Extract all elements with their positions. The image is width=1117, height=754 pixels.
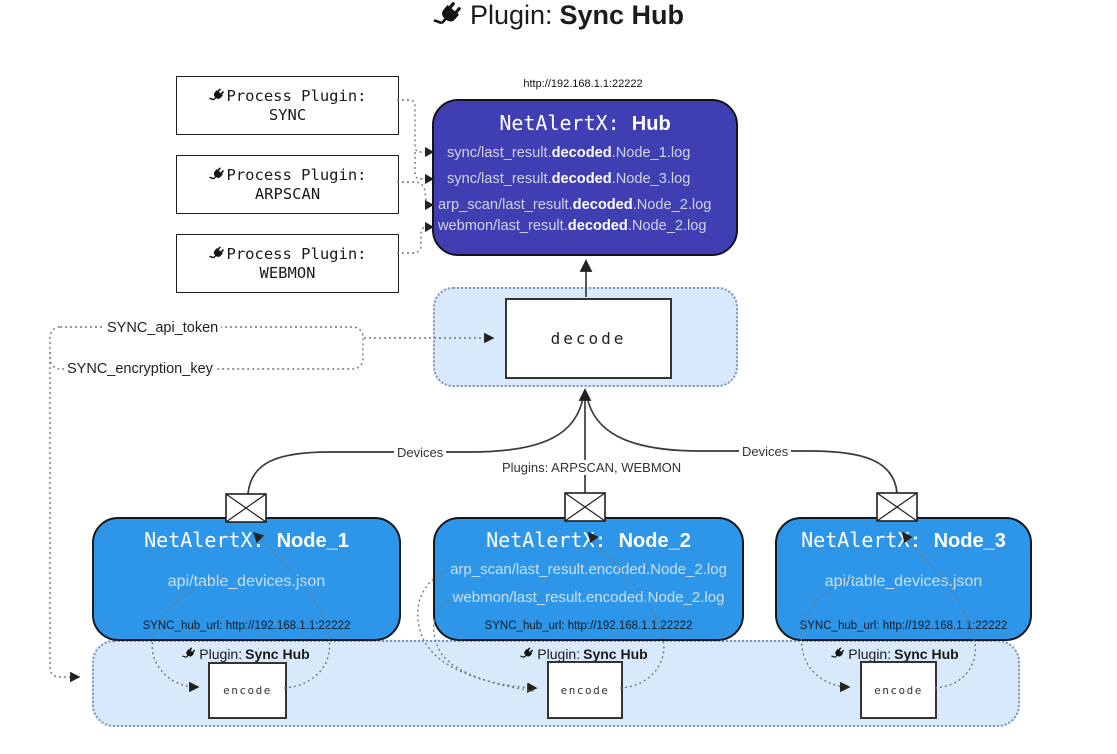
node-1-box: NetAlertX: Node_1 api/table_devices.json… bbox=[92, 517, 401, 641]
node-title: NetAlertX: Node_3 bbox=[801, 528, 1006, 552]
encoder-plugin-label: Plugin: Sync Hub bbox=[499, 646, 669, 662]
encode-label: encode bbox=[223, 684, 272, 697]
plug-icon bbox=[831, 647, 845, 661]
decode-label: decode bbox=[550, 329, 627, 348]
encode-box: encode bbox=[860, 661, 937, 719]
process-plugin-box-webmon: Process Plugin: WEBMON bbox=[176, 234, 399, 293]
edge-settings-to-encode-zone bbox=[49, 352, 81, 683]
plug-icon bbox=[209, 246, 225, 262]
process-plugin-box-sync: Process Plugin: SYNC bbox=[176, 76, 399, 135]
plug-icon bbox=[182, 647, 196, 661]
title-prefix: Plugin: bbox=[469, 0, 553, 30]
process-plugin-name: SYNC bbox=[268, 106, 307, 124]
sync-encryption-key-label: SYNC_encryption_key bbox=[64, 361, 216, 377]
edge-sync-to-hub-1 bbox=[397, 99, 425, 153]
process-plugin-label: Process Plugin: bbox=[226, 87, 367, 105]
hub-log-line: sync/last_result.decoded.Node_3.log bbox=[447, 171, 691, 187]
sync-api-token-label: SYNC_api_token bbox=[104, 320, 222, 336]
encoder-plugin-label: Plugin: Sync Hub bbox=[810, 646, 980, 662]
title-bold: Sync Hub bbox=[559, 0, 685, 30]
hub-title: NetAlertX: Hub bbox=[434, 111, 736, 136]
edge-sync-to-hub-2 bbox=[414, 152, 425, 180]
plugins-edge-label: Plugins: ARPSCAN, WEBMON bbox=[499, 460, 681, 475]
node-hub-url: SYNC_hub_url: http://192.168.1.1:22222 bbox=[799, 620, 1008, 632]
node-hub-url: SYNC_hub_url: http://192.168.1.1:22222 bbox=[142, 620, 351, 632]
plug-icon bbox=[209, 167, 225, 183]
node-file-line: api/table_devices.json bbox=[824, 573, 983, 590]
edge-webmon-to-hub bbox=[397, 226, 428, 254]
hub-log-line: arp_scan/last_result.decoded.Node_2.log bbox=[438, 197, 712, 213]
hub-box: NetAlertX: Hub sync/last_result.decoded.… bbox=[432, 99, 738, 256]
devices-edge-label-right: Devices bbox=[739, 444, 792, 459]
process-plugin-name: ARPSCAN bbox=[254, 185, 321, 203]
encode-box: encode bbox=[547, 661, 623, 719]
hub-log-line: sync/last_result.decoded.Node_1.log bbox=[447, 145, 691, 161]
process-plugin-label: Process Plugin: bbox=[226, 245, 367, 263]
node-file-line: webmon/last_result.encoded.Node_2.log bbox=[452, 589, 725, 606]
encode-box: encode bbox=[208, 662, 287, 719]
process-plugin-label: Process Plugin: bbox=[226, 166, 367, 184]
node-3-box: NetAlertX: Node_3 api/table_devices.json… bbox=[775, 517, 1032, 641]
devices-edge-label-left: Devices bbox=[394, 445, 447, 460]
node-2-box: NetAlertX: Node_2 arp_scan/last_result.e… bbox=[433, 517, 744, 641]
node-title: NetAlertX: Node_1 bbox=[144, 528, 349, 552]
hub-url-label: http://192.168.1.1:22222 bbox=[523, 78, 643, 90]
node-title: NetAlertX: Node_2 bbox=[486, 528, 691, 552]
hub-log-line: webmon/last_result.decoded.Node_2.log bbox=[438, 218, 707, 234]
plug-icon bbox=[433, 1, 463, 31]
hub-title-bold: Hub bbox=[631, 113, 671, 135]
node-file-line: arp_scan/last_result.encoded.Node_2.log bbox=[450, 561, 727, 578]
page-title: Plugin: Sync Hub bbox=[0, 0, 1117, 31]
hub-title-prefix: NetAlertX: bbox=[499, 111, 620, 135]
encode-label: encode bbox=[560, 683, 610, 697]
encode-label: encode bbox=[874, 683, 923, 697]
node-hub-url: SYNC_hub_url: http://192.168.1.1:22222 bbox=[484, 620, 693, 632]
plug-icon bbox=[520, 647, 534, 661]
node-file-line: api/table_devices.json bbox=[167, 573, 326, 590]
encoder-plugin-label: Plugin: Sync Hub bbox=[161, 646, 331, 662]
edge-arpscan-to-hub bbox=[397, 181, 428, 205]
decode-box: decode bbox=[505, 298, 672, 379]
process-plugin-box-arpscan: Process Plugin: ARPSCAN bbox=[176, 155, 399, 214]
plug-icon bbox=[209, 88, 225, 104]
process-plugin-name: WEBMON bbox=[259, 264, 316, 282]
